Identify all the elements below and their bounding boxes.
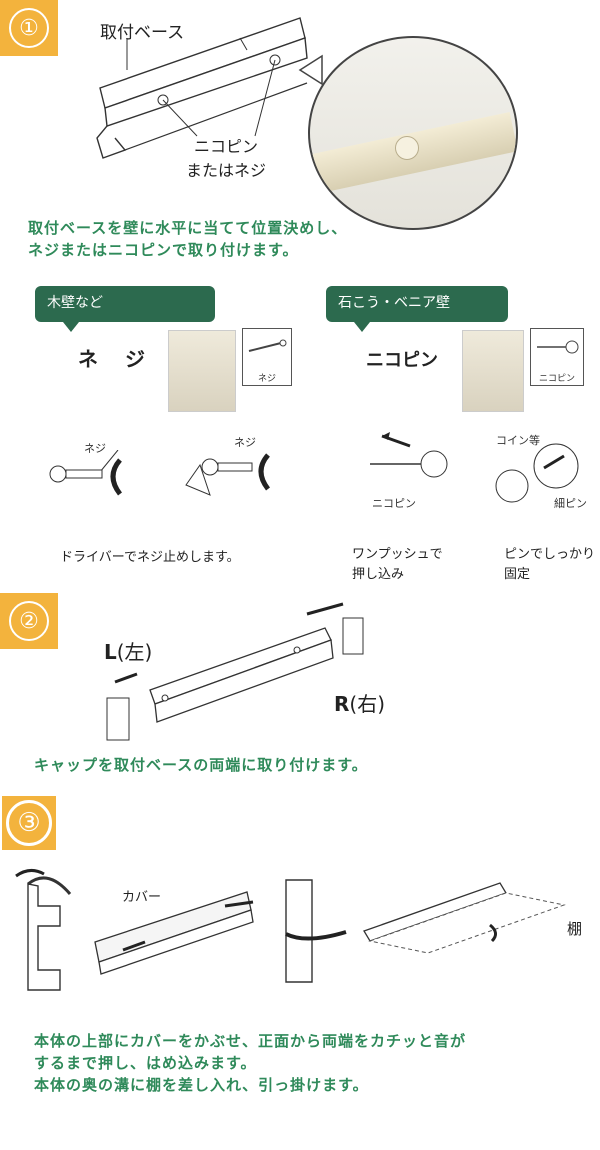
step-3-badge: ③ xyxy=(2,796,56,850)
pin-label: ニコピン またはネジ xyxy=(186,135,266,183)
cap-assembly-illustration xyxy=(106,602,364,741)
screw-icon-caption: ネジ xyxy=(257,374,276,384)
left-cap-paren: (左) xyxy=(116,640,153,664)
shelf-illustration xyxy=(363,882,566,954)
push-note-line-2: 押し込み xyxy=(352,567,405,582)
step3-instruction-line-3: 本体の奥の溝に棚を差し入れ、引っ掛けます。 xyxy=(34,1076,369,1094)
pin-label-line-2: またはネジ xyxy=(186,161,267,180)
thin-pin-label: 細ピン xyxy=(554,497,587,510)
nicopin-title: ニコピン xyxy=(366,350,438,371)
step-number: ② xyxy=(9,601,49,641)
step3-instruction: 本体の上部にカバーをかぶせ、正面から両端をカチッと音が するまで押し、はめ込みま… xyxy=(34,1030,466,1096)
step1-instruction-line-2: ネジまたはニコピンで取り付けます。 xyxy=(28,241,299,259)
left-cap-label: L(左) xyxy=(104,636,152,665)
step2-instruction: キャップを取付ベースの両端に取り付けます。 xyxy=(34,756,368,774)
step1-instruction: 取付ベースを壁に水平に当てて位置決めし、 ネジまたはニコピンで取り付けます。 xyxy=(28,217,347,261)
step1-instruction-line-1: 取付ベースを壁に水平に当てて位置決めし、 xyxy=(28,219,348,237)
pin-detail-label: ニコピン xyxy=(372,497,416,510)
fix-note-line-2: 固定 xyxy=(504,567,531,582)
screw-detail-label-1: ネジ xyxy=(84,442,106,455)
screw-photo xyxy=(168,330,236,412)
photo-pin-head xyxy=(395,136,419,160)
callout-pointer xyxy=(298,54,323,86)
fix-note: ピンでしっかり 固定 xyxy=(504,545,595,585)
coin-label: コイン等 xyxy=(496,434,540,447)
right-cap-letter: R xyxy=(334,692,350,716)
plaster-wall-tag: 石こう・ベニア壁 xyxy=(326,286,508,332)
screw-detail-1 xyxy=(49,450,123,496)
cover-illustration xyxy=(94,891,254,975)
step3-instruction-line-2: するまで押し、はめ込みます。 xyxy=(34,1054,257,1072)
profile-illustration xyxy=(15,869,72,991)
base-label: 取付ベース xyxy=(100,23,185,43)
left-cap-letter: L xyxy=(104,640,117,664)
magnified-photo xyxy=(308,36,518,230)
screw-note: ドライバーでネジ止めします。 xyxy=(60,550,240,565)
screw-title: ネ ジ xyxy=(78,347,155,371)
shelf-label: 棚 xyxy=(567,920,583,938)
nicopin-photo xyxy=(462,330,524,412)
nicopin-icon xyxy=(537,340,579,354)
screw-icon-box: ネジ xyxy=(242,328,292,386)
cover-label: カバー xyxy=(122,890,162,905)
right-cap-paren: (右) xyxy=(349,692,386,716)
mounting-base-illustration xyxy=(96,17,308,159)
fix-note-line-1: ピンでしっかり xyxy=(504,547,596,562)
shelf-insert-profile xyxy=(285,879,347,983)
wood-wall-tag: 木壁など xyxy=(35,286,215,332)
nicopin-icon-caption: ニコピン xyxy=(538,374,575,384)
nicopin-icon-box: ニコピン xyxy=(530,328,584,386)
screw-detail-label-2: ネジ xyxy=(234,436,256,449)
step-2-badge: ② xyxy=(0,593,58,649)
step-1-badge: ① xyxy=(0,0,58,56)
pin-push-illustration xyxy=(370,432,448,478)
pin-label-line-1: ニコピン xyxy=(194,137,259,156)
right-cap-label: R(右) xyxy=(334,688,385,717)
screw-icon xyxy=(248,339,287,352)
push-note: ワンプッシュで 押し込み xyxy=(352,545,443,585)
step-number: ③ xyxy=(6,800,52,846)
screw-detail-2 xyxy=(185,453,271,496)
push-note-line-1: ワンプッシュで xyxy=(352,547,443,562)
step3-instruction-line-1: 本体の上部にカバーをかぶせ、正面から両端をカチッと音が xyxy=(34,1032,467,1050)
step-number: ① xyxy=(9,8,49,48)
pin-fix-illustration xyxy=(495,443,579,503)
